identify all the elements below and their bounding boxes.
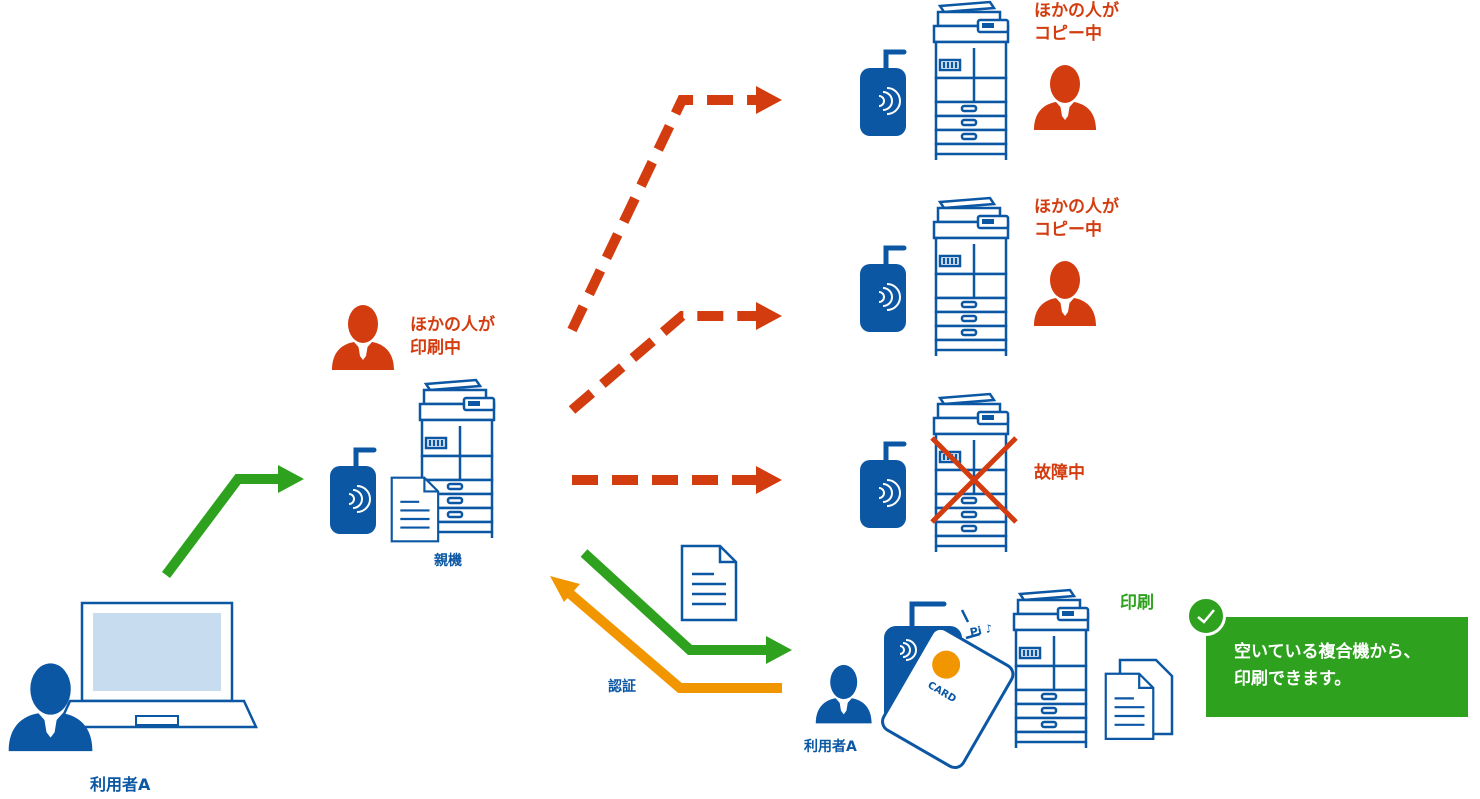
arrow-print-job [580, 549, 792, 664]
person-icon [1034, 261, 1096, 326]
document-icon [1104, 658, 1174, 740]
status-broken: 故障中 [1034, 463, 1085, 483]
printer-icon [932, 196, 1010, 358]
user-small-label: 利用者A [804, 739, 857, 755]
auth-label: 認証 [608, 679, 636, 695]
card-reader-icon [330, 450, 376, 534]
arrow-to-parent [162, 465, 304, 578]
printer-icon [932, 392, 1010, 554]
sound-lines-icon [960, 609, 981, 640]
check-icon [1186, 596, 1226, 636]
status-others-copying-1: ほかの人が コピー中 [1034, 1, 1119, 44]
status-others-copying-2: ほかの人が コピー中 [1034, 197, 1119, 240]
card-reader-icon [860, 444, 906, 528]
card-reader-icon [860, 52, 906, 136]
status-others-printing: ほかの人が 印刷中 [410, 315, 495, 358]
person-icon [1034, 65, 1096, 130]
parent-machine-label: 親機 [434, 553, 462, 569]
message-bubble: 空いている複合機から、 印刷できます。 [1206, 617, 1468, 717]
laptop-icon [56, 601, 258, 729]
user-label: 利用者A [90, 775, 151, 794]
x-mark-icon [930, 436, 1018, 524]
printer-icon [1012, 588, 1090, 750]
ic-card-icon [881, 626, 1015, 769]
person-icon [332, 305, 394, 370]
person-icon [815, 664, 872, 724]
arrow-to-copier-1 [567, 95, 758, 333]
card-reader-icon [860, 248, 906, 332]
arrow-authentication [550, 576, 782, 693]
document-icon [680, 544, 738, 622]
document-icon [390, 476, 440, 543]
arrow-to-copier-2 [568, 311, 758, 414]
printer-icon [932, 0, 1010, 162]
print-label: 印刷 [1120, 593, 1154, 613]
